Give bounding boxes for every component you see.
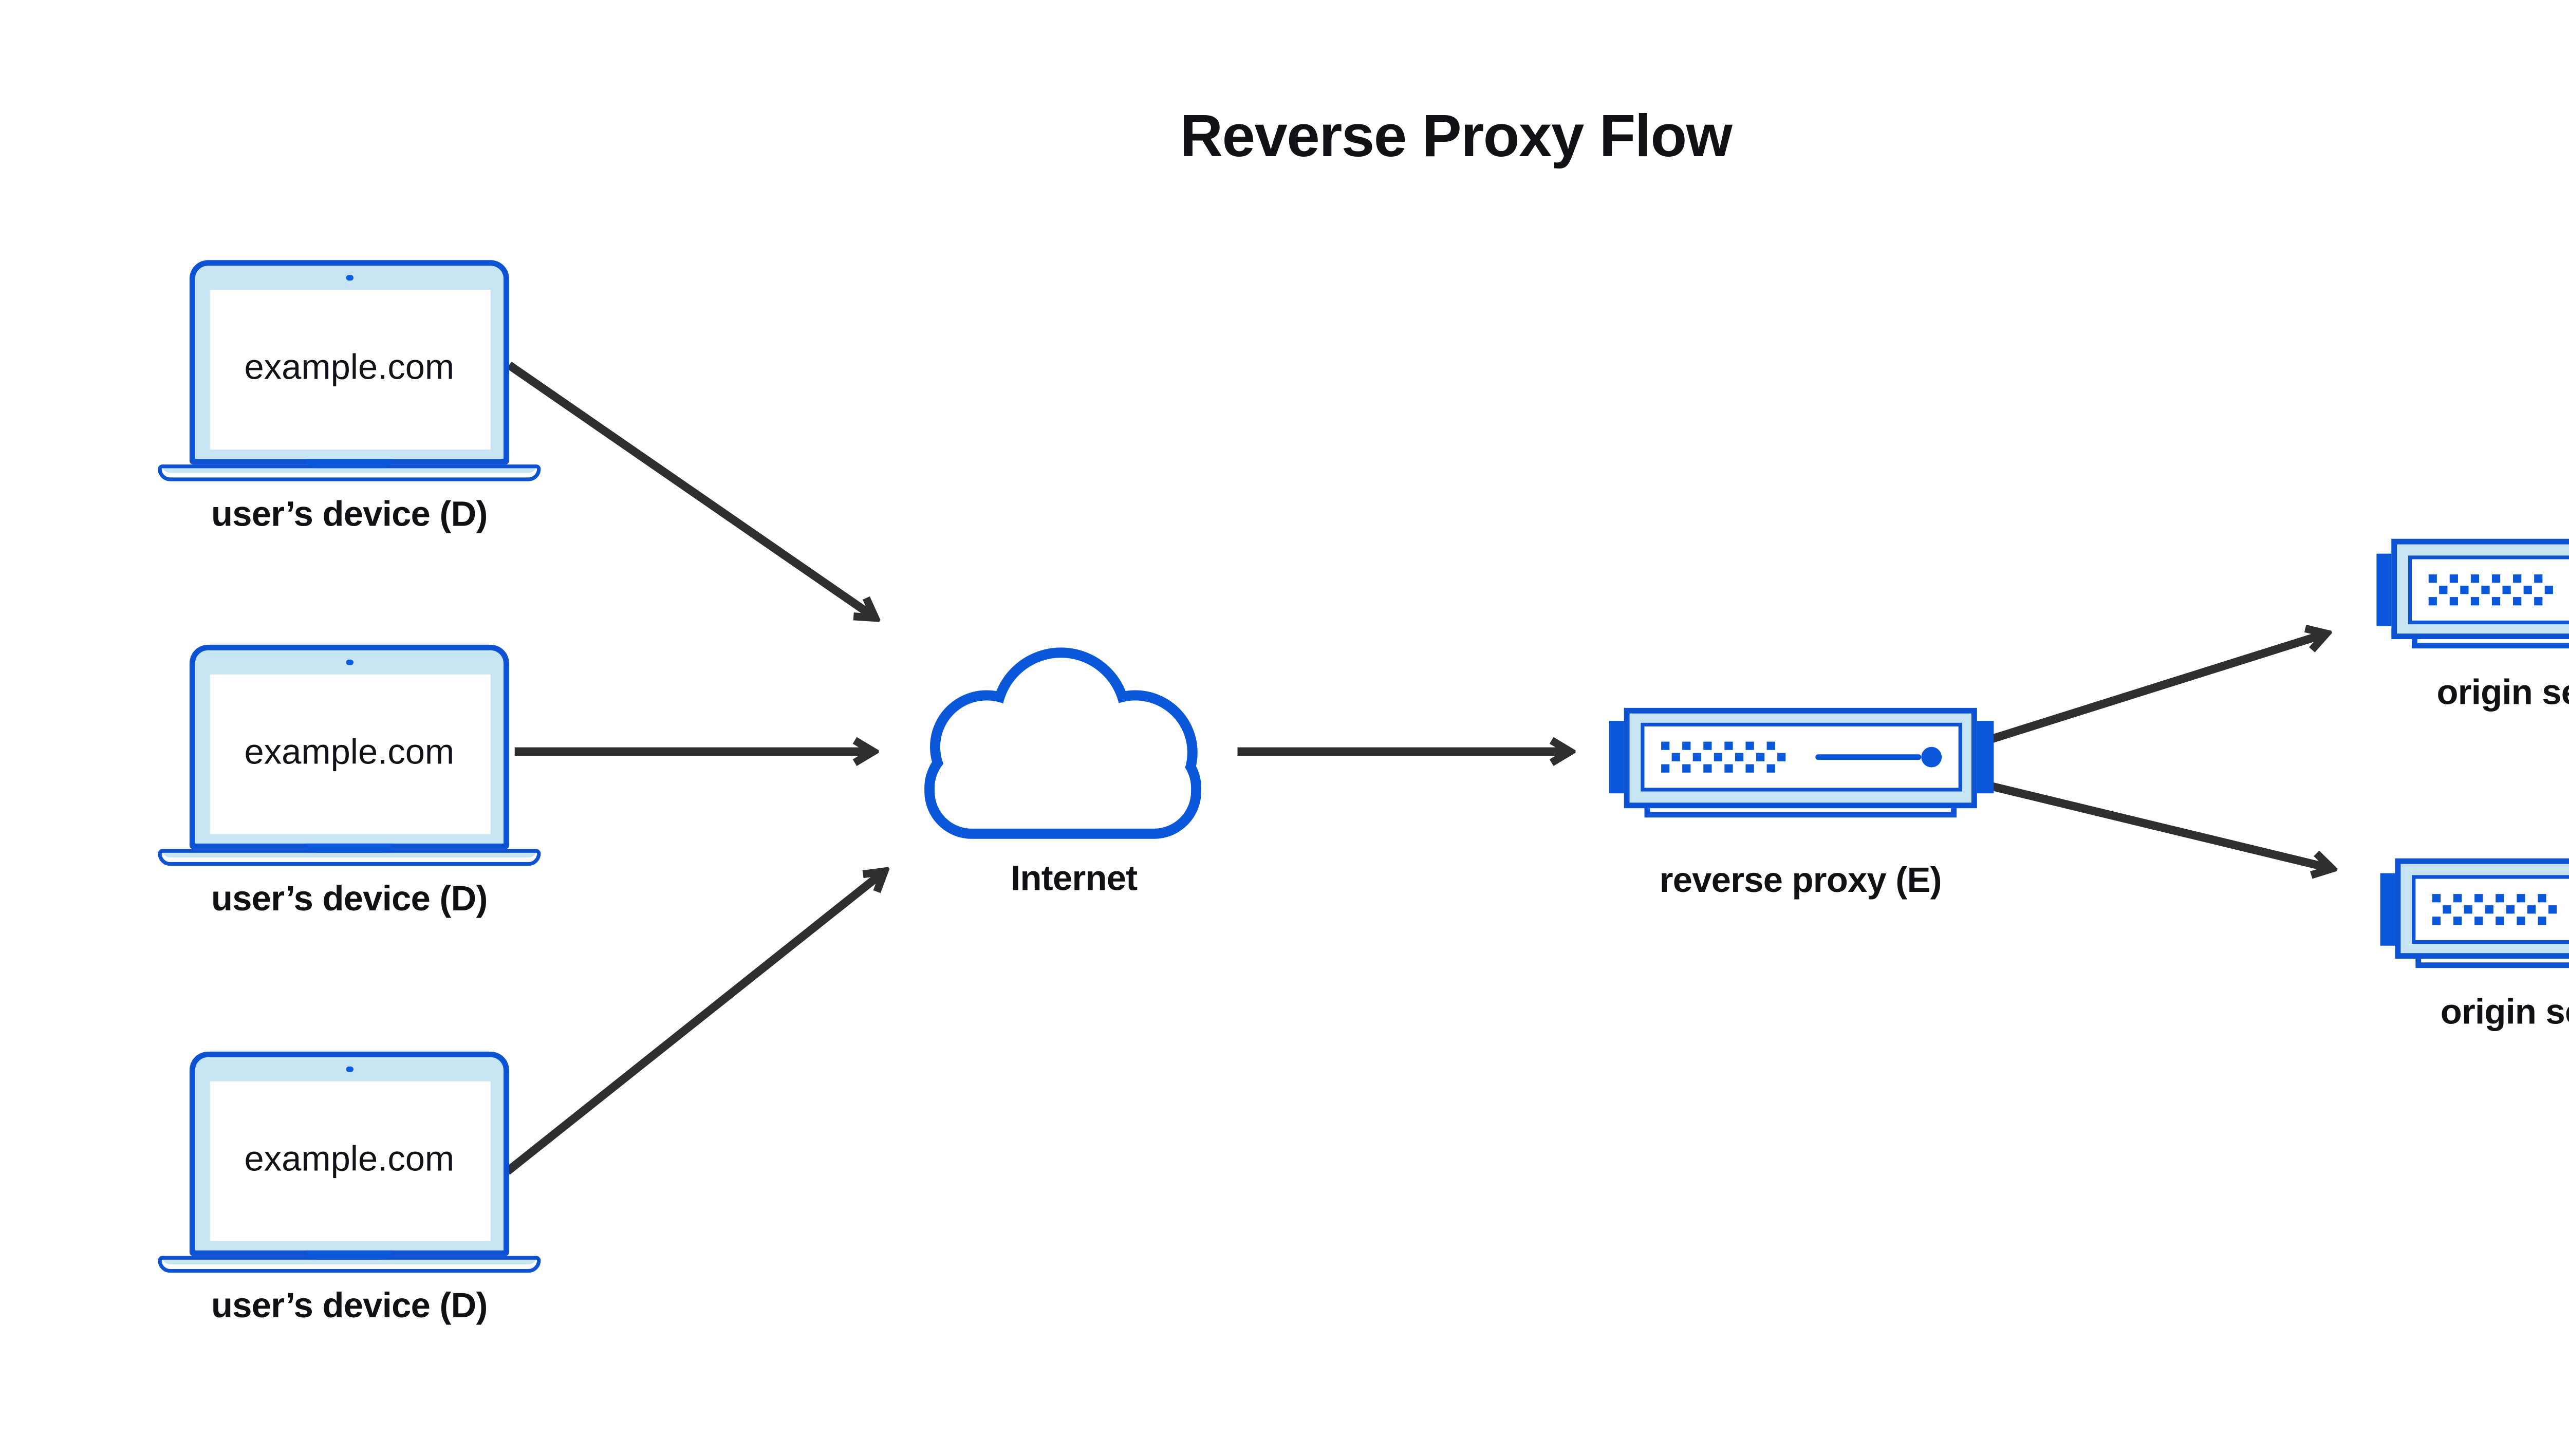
server-ear-left xyxy=(2379,872,2396,945)
arrow-line-device3-internet xyxy=(505,871,884,1175)
laptop-hinge xyxy=(306,459,393,468)
cloud-icon xyxy=(924,647,1202,839)
origin-label: origin server (F) xyxy=(2440,994,2569,1033)
device-label: user’s device (D) xyxy=(211,881,488,920)
origin-node-1: origin server (F) xyxy=(2375,538,2569,712)
server-ear-right xyxy=(1976,721,1993,794)
server-led-line xyxy=(1814,754,1921,760)
origin-label: origin server (F) xyxy=(2436,674,2569,714)
device-node-3: example.com user’s device (D) xyxy=(158,1051,541,1324)
laptop-hinge xyxy=(306,1250,393,1259)
laptop-icon: example.com xyxy=(189,644,509,849)
proxy-label: reverse proxy (E) xyxy=(1659,861,1942,901)
device-label: user’s device (D) xyxy=(211,496,488,535)
screen-url-text: example.com xyxy=(244,733,455,773)
device-label: user’s device (D) xyxy=(211,1287,488,1327)
laptop-screen: example.com xyxy=(209,1080,490,1241)
server-faceplate xyxy=(1640,722,1962,792)
server-icon xyxy=(2395,858,2569,959)
screen-url-text: example.com xyxy=(244,348,455,388)
laptop-screen: example.com xyxy=(209,289,490,450)
server-icon xyxy=(1624,707,1977,808)
proxy-node: reverse proxy (E) xyxy=(1608,707,1993,899)
internet-node xyxy=(916,641,1206,846)
arrow-line-proxy-origin1 xyxy=(1988,633,2326,744)
server-faceplate xyxy=(2411,874,2569,943)
device-node-2: example.com user’s device (D) xyxy=(158,644,541,918)
server-vents-icon xyxy=(2431,893,2556,924)
origin-node-2: origin server (F) xyxy=(2379,858,2569,1031)
internet-label: Internet xyxy=(1011,860,1138,900)
arrow-line-device1-internet xyxy=(507,361,875,618)
server-vents-icon xyxy=(1660,741,1785,773)
server-led-dot xyxy=(1920,746,1941,768)
laptop-screen: example.com xyxy=(209,673,490,834)
laptop-icon: example.com xyxy=(189,260,509,465)
server-faceplate xyxy=(2407,554,2569,624)
arrow-line-proxy-origin2 xyxy=(1989,781,2332,869)
server-vents-icon xyxy=(2427,573,2553,605)
server-ear-left xyxy=(1608,721,1625,794)
camera-dot-icon xyxy=(346,659,353,665)
server-icon xyxy=(2391,538,2569,640)
server-ear-left xyxy=(2375,552,2393,625)
page-title: Reverse Proxy Flow xyxy=(1180,102,1732,170)
camera-dot-icon xyxy=(346,274,353,281)
laptop-icon: example.com xyxy=(189,1051,509,1256)
camera-dot-icon xyxy=(346,1066,353,1072)
laptop-hinge xyxy=(306,843,393,852)
screen-url-text: example.com xyxy=(244,1140,455,1180)
device-node-1: example.com user’s device (D) xyxy=(158,260,541,533)
